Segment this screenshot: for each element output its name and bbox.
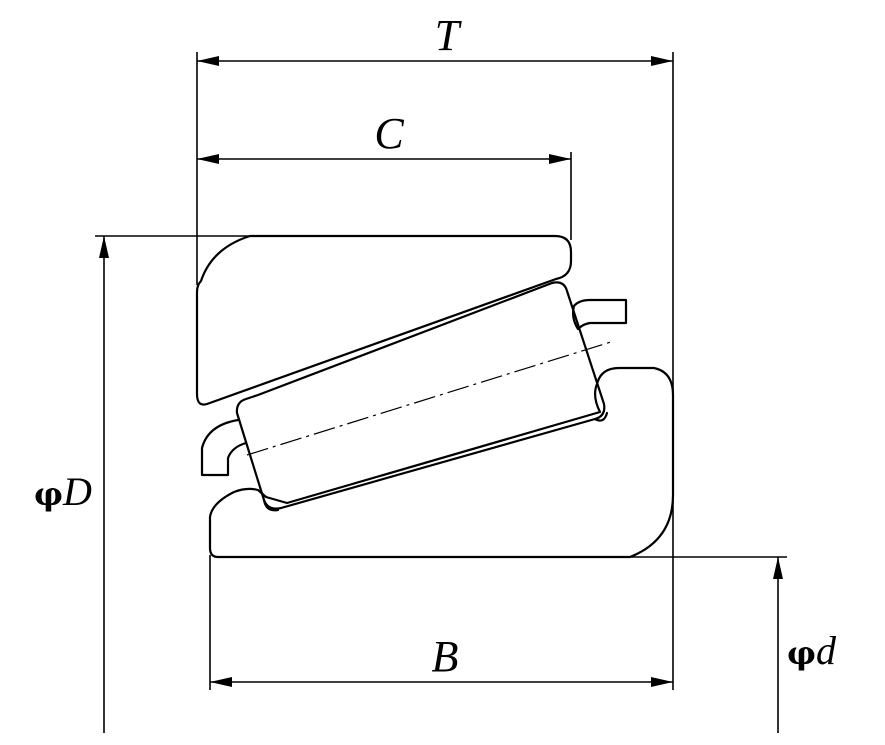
label-bore-diameter-phi: φ	[787, 634, 816, 672]
dimension-b	[210, 677, 673, 687]
dimension-outer-diameter	[99, 236, 109, 733]
roller-axis-centerline	[246, 341, 612, 456]
label-outer-diameter-phi: φ	[34, 475, 63, 513]
arrowhead-c-right	[549, 154, 571, 164]
label-bore-diameter-symbol: d	[816, 628, 837, 673]
label-outer-diameter-symbol: D	[62, 469, 92, 514]
label-c: C	[374, 109, 404, 158]
arrowhead-b-left	[210, 677, 232, 687]
dimension-t	[197, 56, 673, 66]
label-bore-diameter: φd	[787, 628, 837, 673]
arrowhead-c-left	[197, 154, 219, 164]
cage-large-end	[572, 298, 628, 331]
inner-ring	[208, 366, 675, 559]
cage-small-end	[200, 418, 248, 477]
label-t: T	[435, 11, 463, 60]
arrowhead-outer-diameter	[99, 236, 109, 258]
outer-ring	[195, 234, 573, 406]
extension-lines	[95, 52, 787, 690]
tapered-roller	[235, 281, 606, 510]
arrowhead-b-right	[651, 677, 673, 687]
dimension-c	[197, 154, 571, 164]
roller-relief-right	[593, 411, 609, 422]
label-b: B	[432, 632, 459, 681]
arrowhead-t-left	[197, 56, 219, 66]
label-outer-diameter: φD	[34, 469, 92, 514]
dimension-bore-diameter	[773, 557, 783, 733]
arrowhead-t-right	[651, 56, 673, 66]
roller-relief-left	[262, 498, 280, 512]
arrowhead-bore-diameter	[773, 557, 783, 579]
cage	[200, 298, 628, 477]
